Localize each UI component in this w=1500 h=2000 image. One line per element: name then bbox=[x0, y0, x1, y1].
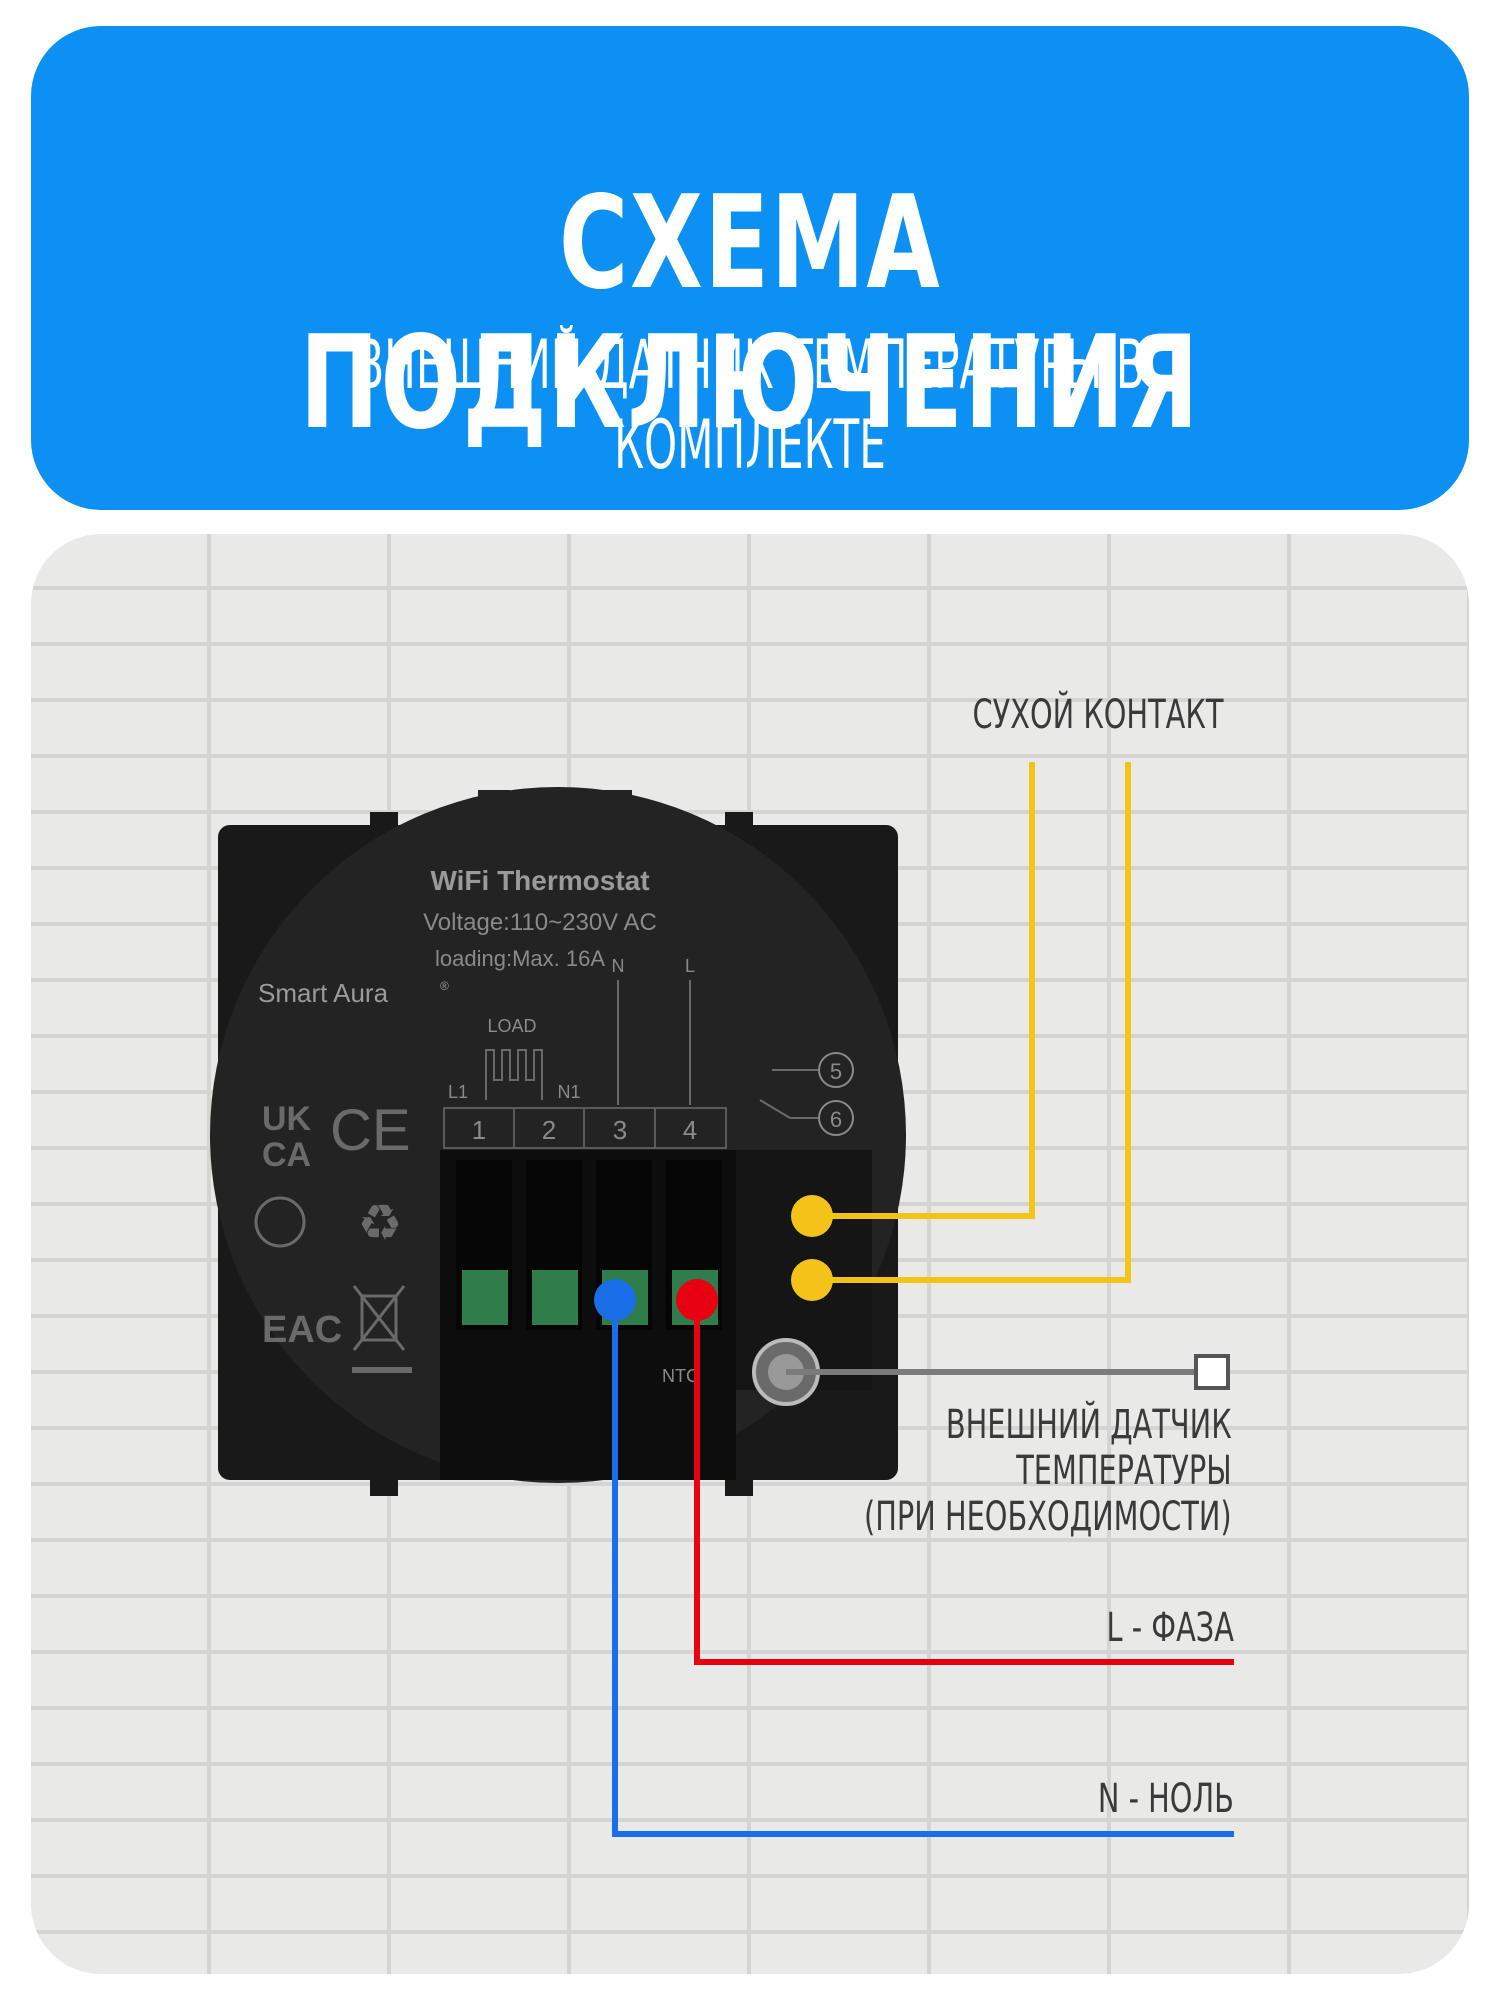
header-subtitle: ВНЕШНИЙ ДАТЧИК ТЕМПЕРАТУРЫ В КОМПЛЕКТЕ bbox=[355, 326, 1145, 485]
neutral-label: N - НОЛЬ bbox=[1098, 1776, 1234, 1822]
terminal-number-3: 3 bbox=[613, 1115, 627, 1145]
dry-contact-point-5 bbox=[791, 1195, 833, 1237]
header-title: СХЕМА ПОДКЛЮЧЕНИЯ bbox=[299, 169, 1201, 458]
device-voltage: Voltage:110~230V AC bbox=[423, 909, 657, 936]
mount-tab bbox=[725, 1476, 753, 1496]
terminal-number-2: 2 bbox=[542, 1115, 556, 1145]
load-symbol bbox=[485, 1049, 543, 1100]
phase-connection-point bbox=[676, 1279, 718, 1321]
neutral-connection-point bbox=[594, 1279, 636, 1321]
mount-tab bbox=[370, 1476, 398, 1496]
dry-contact-point-6 bbox=[791, 1259, 833, 1301]
device-loading: loading:Max. 16A bbox=[435, 946, 605, 971]
svg-text:5: 5 bbox=[830, 1059, 842, 1084]
eac-mark: EAC bbox=[262, 1309, 342, 1351]
ce-mark: CE bbox=[330, 1098, 411, 1163]
ntc-label: NTC bbox=[662, 1366, 699, 1386]
header-banner: СХЕМА ПОДКЛЮЧЕНИЯ ВНЕШНИЙ ДАТЧИК ТЕМПЕРА… bbox=[31, 26, 1469, 510]
n1-label: N1 bbox=[557, 1082, 580, 1102]
thermostat-device: 1 2 3 4 WiFi Thermostat Voltage:110~230V… bbox=[210, 787, 906, 1496]
sensor-label-line2: ТЕМПЕРАТУРЫ bbox=[1016, 1448, 1232, 1494]
weee-bin-icon bbox=[352, 1285, 412, 1373]
registered-mark: ® bbox=[440, 979, 449, 993]
n-label: N bbox=[612, 956, 625, 976]
wire-neutral bbox=[594, 1279, 1234, 1837]
phase-label: L - ФАЗА bbox=[1106, 1605, 1234, 1651]
ukca-mark-top: UK bbox=[262, 1100, 312, 1138]
l-label: L bbox=[685, 956, 695, 976]
dry-terminal-6 bbox=[818, 1100, 854, 1136]
recycle-icon: ♻ bbox=[358, 1194, 403, 1252]
device-brand: Smart Aura bbox=[258, 978, 389, 1008]
terminal-number-1: 1 bbox=[472, 1115, 486, 1145]
mount-tab bbox=[725, 812, 753, 832]
svg-text:6: 6 bbox=[830, 1107, 842, 1132]
gear-tooth bbox=[540, 790, 572, 820]
terminal-clamp-2 bbox=[532, 1270, 578, 1325]
load-label: LOAD bbox=[487, 1016, 536, 1036]
sensor-probe-icon bbox=[1194, 1354, 1230, 1390]
tidyman-icon bbox=[254, 1196, 306, 1248]
ukca-mark-bottom: CA bbox=[262, 1136, 311, 1174]
gear-tooth bbox=[600, 790, 632, 820]
device-model: WiFi Thermostat bbox=[430, 865, 649, 896]
terminal-clamp-1 bbox=[462, 1270, 508, 1325]
sensor-label-line3: (ПРИ НЕОБХОДИМОСТИ) bbox=[864, 1494, 1232, 1540]
gear-tooth bbox=[478, 790, 510, 820]
sensor-label-line1: ВНЕШНИЙ ДАТЧИК bbox=[946, 1402, 1232, 1448]
sensor-label: ВНЕШНИЙ ДАТЧИК ТЕМПЕРАТУРЫ (ПРИ НЕОБХОДИ… bbox=[864, 1402, 1232, 1540]
wire-phase bbox=[676, 1279, 1234, 1665]
l1-label: L1 bbox=[448, 1082, 468, 1102]
terminal-number-4: 4 bbox=[683, 1115, 697, 1145]
dry-terminal-5 bbox=[818, 1052, 854, 1088]
dry-contact-label: СУХОЙ КОНТАКТ bbox=[972, 692, 1223, 738]
mount-tab bbox=[370, 812, 398, 832]
wire-temperature-sensor bbox=[786, 1354, 1230, 1390]
wire-dry-contact bbox=[812, 762, 1131, 1283]
